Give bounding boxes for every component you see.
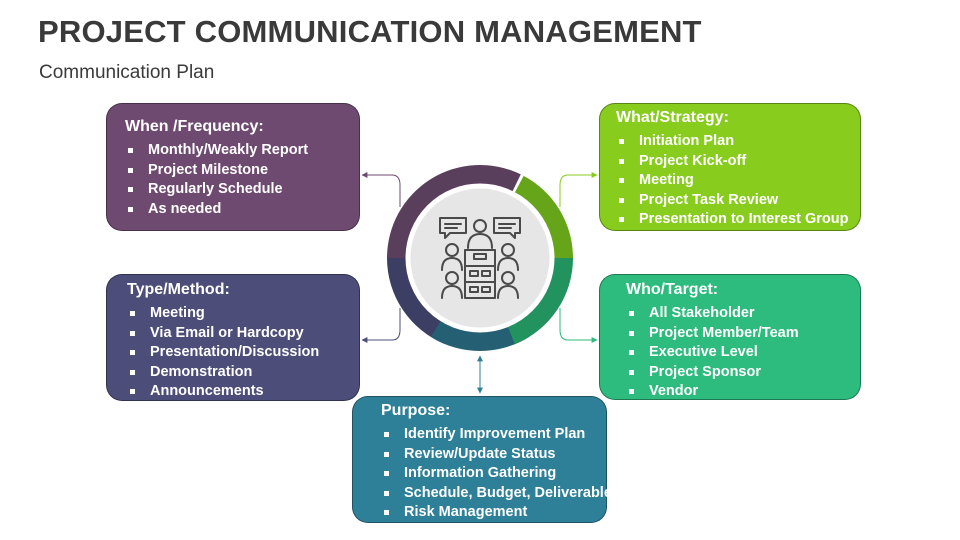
list-item: Monthly/Weakly Report: [125, 141, 359, 161]
list-item: Meeting: [127, 304, 359, 324]
list-item: Project Sponsor: [626, 363, 860, 383]
ring-segment-purpose: [430, 319, 530, 351]
list-item: As needed: [125, 200, 359, 220]
list-item: Regularly Schedule: [125, 180, 359, 200]
list-item: Announcements: [127, 382, 359, 402]
type-method-list: Meeting Via Email or Hardcopy Presentati…: [127, 304, 359, 402]
list-item: Project Kick-off: [616, 152, 860, 172]
list-item: Risk Management: [381, 503, 606, 523]
list-item: Via Email or Hardcopy: [127, 324, 359, 344]
who-target-box: Who/Target: All Stakeholder Project Memb…: [599, 274, 861, 400]
list-item: Vendor: [626, 382, 860, 402]
page-title: PROJECT COMMUNICATION MANAGEMENT: [38, 14, 702, 49]
when-frequency-box: When /Frequency: Monthly/Weakly Report P…: [106, 103, 360, 231]
ring-segment-who: [506, 258, 573, 345]
page-subtitle: Communication Plan: [39, 62, 215, 83]
list-item: Schedule, Budget, Deliverable: [381, 484, 612, 504]
list-item: Presentation to Interest Group: [616, 210, 860, 230]
what-strategy-list: Initiation Plan Project Kick-off Meeting…: [616, 132, 860, 230]
list-item: Demonstration: [127, 363, 359, 383]
list-item: Executive Level: [626, 343, 860, 363]
list-item: Presentation/Discussion: [127, 343, 359, 363]
purpose-list: Identify Improvement Plan Review/Update …: [381, 425, 612, 523]
list-item: Meeting: [616, 171, 860, 191]
list-item: Project Milestone: [125, 161, 359, 181]
list-item: All Stakeholder: [626, 304, 860, 324]
type-method-heading: Type/Method:: [127, 281, 230, 298]
when-frequency-list: Monthly/Weakly Report Project Milestone …: [125, 141, 359, 219]
connector-type: [361, 308, 401, 343]
list-item: Initiation Plan: [616, 132, 860, 152]
ring-segment-what: [513, 175, 573, 258]
center-circle: [405, 183, 555, 333]
connector-what: [559, 172, 598, 207]
who-target-heading: Who/Target:: [626, 281, 719, 298]
list-item: Review/Update Status: [381, 445, 606, 465]
list-item: Information Gathering: [381, 464, 606, 484]
who-target-list: All Stakeholder Project Member/Team Exec…: [626, 304, 860, 402]
ring: [387, 165, 573, 351]
ring-segment-type: [387, 258, 454, 345]
what-strategy-box: What/Strategy: Initiation Plan Project K…: [599, 103, 861, 231]
list-item: Identify Improvement Plan: [381, 425, 606, 445]
what-strategy-heading: What/Strategy:: [616, 109, 729, 126]
ring-segment-when: [387, 165, 521, 258]
team-meeting-icon: [439, 217, 521, 299]
connector-who: [559, 308, 598, 343]
purpose-heading: Purpose:: [381, 402, 451, 419]
list-item: Project Member/Team: [626, 324, 860, 344]
connector-when: [361, 172, 401, 207]
list-item: Project Task Review: [616, 191, 860, 211]
purpose-box: Purpose: Identify Improvement Plan Revie…: [352, 396, 612, 523]
type-method-box: Type/Method: Meeting Via Email or Hardco…: [106, 274, 360, 401]
when-frequency-heading: When /Frequency:: [125, 118, 264, 135]
